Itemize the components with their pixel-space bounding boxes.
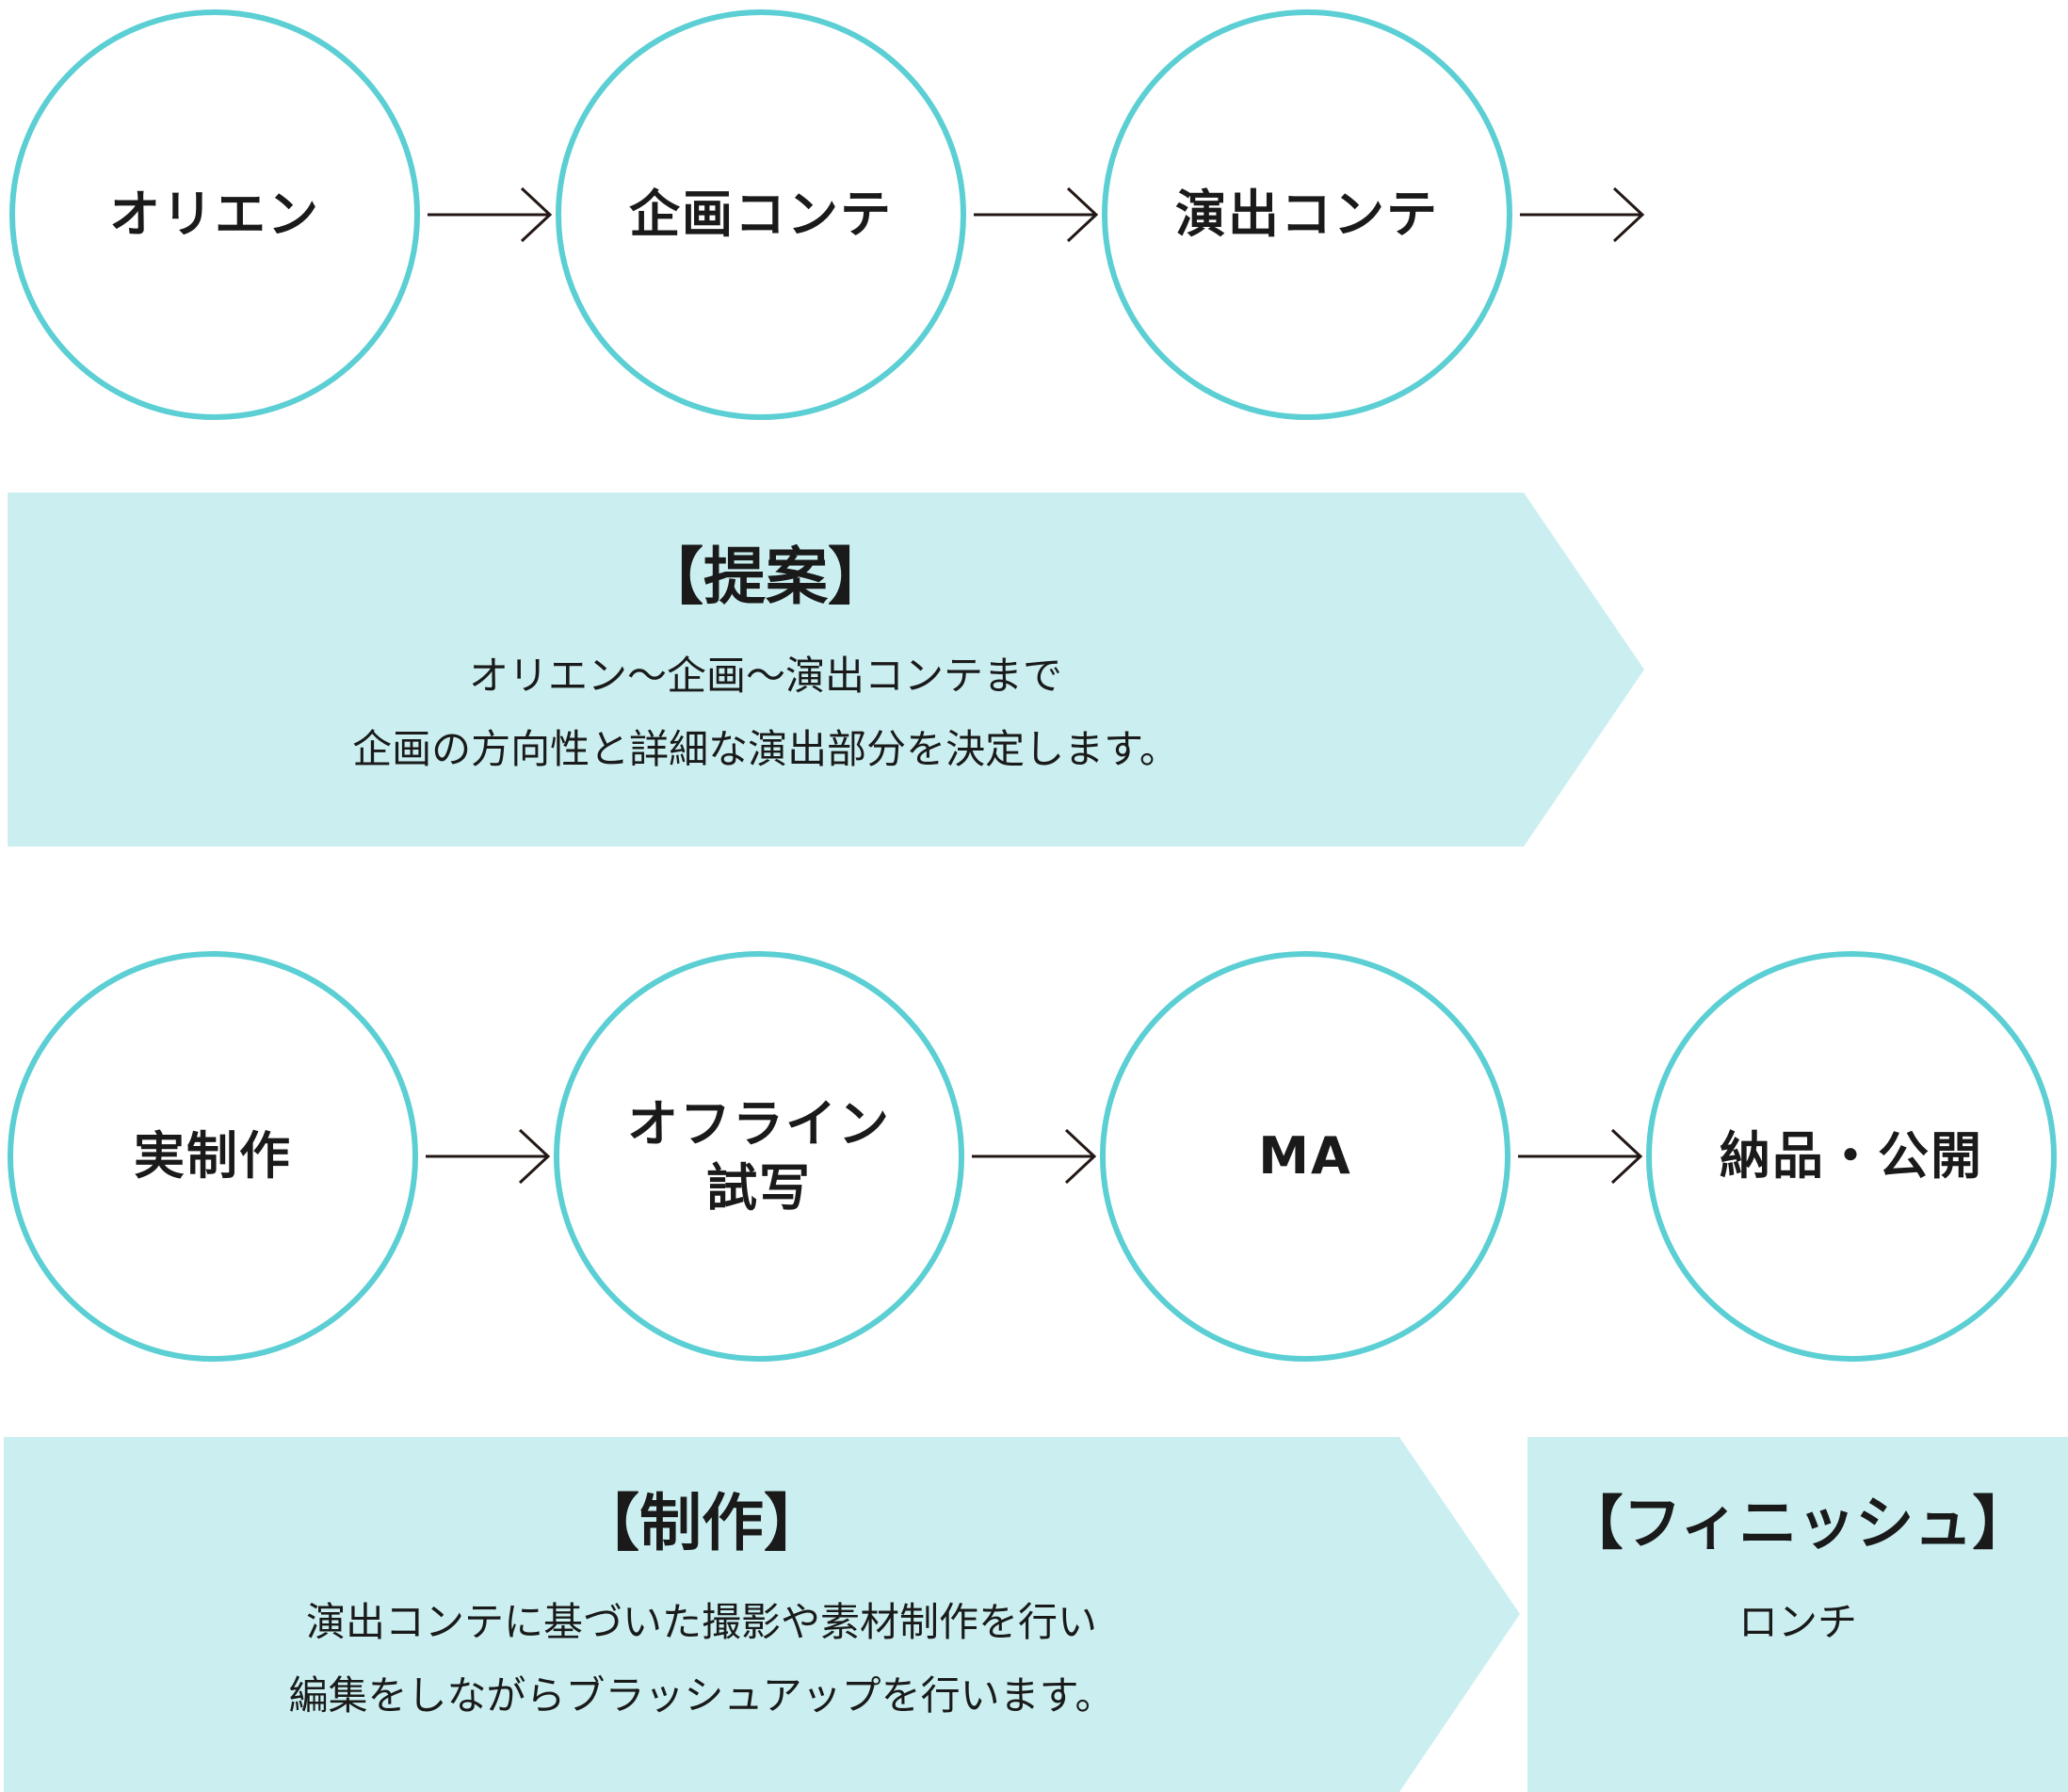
proposal-desc-line-1: オリエン〜企画〜演出コンテまで [468,653,1062,699]
finish-banner: 【フィニッシュ】 ロンチ [1527,1437,2068,1792]
proposal-content: 【提案】 オリエン〜企画〜演出コンテまで 企画の方向性と詳細な演出部分を決定しま… [8,540,1524,786]
step-orient-circle: オリエン [9,9,420,420]
step-ma-label: MA [1258,1126,1352,1186]
step-production-circle: 実制作 [8,951,418,1362]
arrow-right-icon [1518,1128,1643,1185]
step-direction-storyboard-label: 演出コンテ [1175,185,1439,244]
step-plan-storyboard-label: 企画コンテ [629,185,893,244]
step-direction-storyboard-circle: 演出コンテ [1102,9,1512,420]
step-production-label: 実制作 [134,1126,292,1186]
arrow-right-icon [974,186,1099,243]
arrow-right-icon [972,1128,1097,1185]
production-desc-line-2: 編集をしながらブラッシュアップを行います。 [288,1672,1115,1719]
production-content: 【制作】 演出コンテに基づいた撮影や素材制作を行い 編集をしながらブラッシュアッ… [4,1486,1399,1733]
step-ma-circle: MA [1100,951,1511,1362]
proposal-banner-shape [8,492,1644,847]
step-preview-label: 試写 [706,1158,812,1218]
step-delivery-release-circle: 納品・公開 [1646,951,2057,1362]
step-orient-label: オリエン [109,185,320,244]
production-title: 【制作】 [577,1487,826,1559]
step-delivery-release-label: 納品・公開 [1720,1126,1983,1186]
proposal-title: 【提案】 [641,541,890,613]
step-plan-storyboard-circle: 企画コンテ [556,9,966,420]
step-offline-preview-circle: オフライン 試写 [554,951,964,1362]
arrow-right-icon [1520,186,1645,243]
finish-desc-line-1: ロンチ [1737,1599,1857,1645]
finish-content: 【フィニッシュ】 ロンチ [1527,1486,2068,1659]
proposal-desc-line-2: 企画の方向性と詳細な演出部分を決定します。 [352,726,1179,772]
production-desc-line-1: 演出コンテに基づいた撮影や素材制作を行い [305,1599,1097,1645]
finish-title: 【フィニッシュ】 [1564,1489,2031,1558]
arrow-right-icon [426,1128,551,1185]
step-offline-label: オフライン [627,1094,891,1154]
production-banner: 【制作】 演出コンテに基づいた撮影や素材制作を行い 編集をしながらブラッシュアッ… [4,1437,1522,1792]
production-banner-shape [4,1437,1520,1792]
arrow-right-icon [428,186,553,243]
proposal-banner: 【提案】 オリエン〜企画〜演出コンテまで 企画の方向性と詳細な演出部分を決定しま… [8,492,1646,847]
